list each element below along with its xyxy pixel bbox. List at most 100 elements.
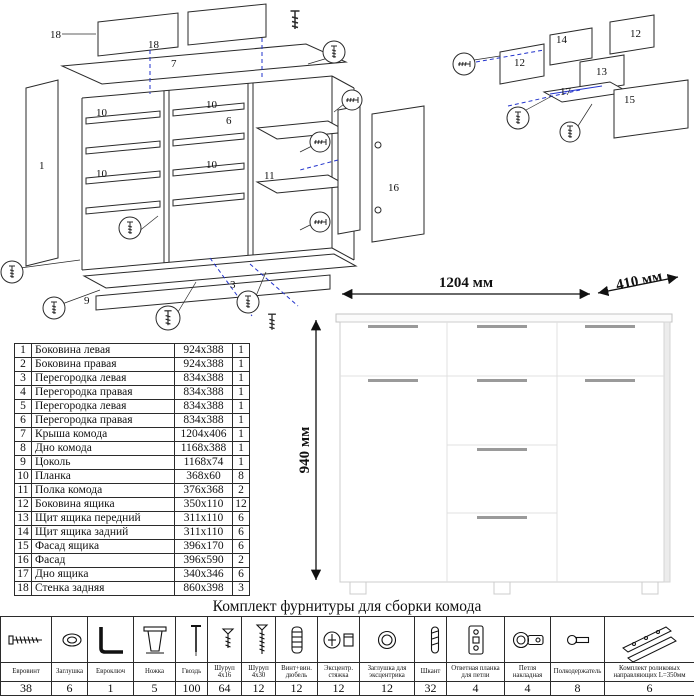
- parts-cell-size: 924x388: [174, 343, 233, 358]
- hardware-qty: 5: [133, 681, 176, 696]
- part-label: 11: [264, 170, 275, 182]
- parts-cell-num: 7: [14, 427, 32, 442]
- part-label: 10: [206, 99, 218, 111]
- screw-long-icon: [255, 623, 269, 654]
- parts-cell-name: Боковина ящика: [31, 497, 175, 512]
- hardware-name: Шкант: [414, 662, 447, 682]
- parts-cell-size: 834x388: [174, 385, 233, 400]
- parts-cell-num: 3: [14, 371, 32, 386]
- parts-cell-qty: 1: [232, 455, 250, 470]
- parts-cell-qty: 3: [232, 581, 250, 596]
- part-label: 7: [171, 58, 177, 70]
- depth-dimension-label: 410 мм: [615, 272, 664, 294]
- part-label: 15: [624, 94, 636, 106]
- hardware-qty: 12: [359, 681, 415, 696]
- hardware-qty: 6: [51, 681, 88, 696]
- dresser-legs: [349, 581, 659, 595]
- exploded-view-svg: 18 18 7 1 10 10 10 10 6 11 16 9 3: [0, 3, 425, 331]
- parts-cell-num: 5: [14, 399, 32, 414]
- leg-icon: [142, 625, 167, 654]
- hardware-qty: 12: [275, 681, 318, 696]
- width-dimension-label: 1204 мм: [439, 275, 493, 291]
- part-label: 18: [50, 29, 62, 41]
- hardware-name: Ответная планка для петли: [446, 662, 505, 682]
- hardware-icon-cell: [414, 616, 447, 663]
- hardware-name: Петля накладная: [504, 662, 551, 682]
- parts-cell-qty: 2: [232, 553, 250, 568]
- hardware-icon-cell: [504, 616, 551, 663]
- parts-cell-qty: 6: [232, 525, 250, 540]
- product-svg: 1204 мм 410 мм 940 мм: [297, 268, 679, 595]
- parts-cell-size: 350x110: [174, 497, 233, 512]
- parts-cell-num: 13: [14, 511, 32, 526]
- parts-cell-qty: 12: [232, 497, 250, 512]
- hardware-name: Винт+вин. дюбель: [275, 662, 318, 682]
- parts-cell-num: 2: [14, 357, 32, 372]
- hardware-qty: 6: [604, 681, 694, 696]
- hex-key-icon: [98, 626, 123, 654]
- part-label: 13: [596, 66, 608, 78]
- hardware-qty: 12: [317, 681, 360, 696]
- nail-icon: [191, 624, 201, 656]
- hardware-qty: 4: [504, 681, 551, 696]
- part-label: 10: [96, 107, 108, 119]
- part-label: 9: [84, 295, 90, 307]
- hardware-name: Заглушка: [51, 662, 88, 682]
- hardware-icon-cell: [359, 616, 415, 663]
- parts-cell-name: Перегородка правая: [31, 385, 175, 400]
- hardware-icon-cell: [550, 616, 605, 663]
- product-dimensions-view: 1204 мм 410 мм 940 мм: [296, 268, 694, 600]
- parts-cell-size: 1168x74: [174, 455, 233, 470]
- parts-cell-name: Фасад ящика: [31, 539, 175, 554]
- hardware-icon-cell: [446, 616, 505, 663]
- hardware-name: Эксцентр. стяжка: [317, 662, 360, 682]
- parts-cell-name: Боковина левая: [31, 343, 175, 358]
- parts-cell-name: Фасад: [31, 553, 175, 568]
- hardware-name: Шуруп 4х30: [241, 662, 276, 682]
- part-label: 10: [206, 159, 218, 171]
- parts-cell-qty: 1: [232, 371, 250, 386]
- parts-cell-qty: 1: [232, 357, 250, 372]
- parts-cell-num: 8: [14, 441, 32, 456]
- cam-cap-icon: [377, 630, 397, 649]
- hardware-icon-cell: [207, 616, 242, 663]
- part-label: 12: [514, 57, 525, 69]
- parts-cell-qty: 2: [232, 483, 250, 498]
- hardware-icon-cell: [0, 616, 52, 663]
- part-label: 6: [226, 115, 232, 127]
- parts-cell-num: 14: [14, 525, 32, 540]
- parts-cell-name: Планка: [31, 469, 175, 484]
- part-label: 14: [556, 34, 568, 46]
- hardware-name: Евровинт: [0, 662, 52, 682]
- parts-cell-size: 311x110: [174, 511, 233, 526]
- shelf-pin-icon: [566, 634, 589, 645]
- parts-cell-name: Перегородка левая: [31, 399, 175, 414]
- parts-cell-qty: 1: [232, 343, 250, 358]
- parts-cell-qty: 1: [232, 413, 250, 428]
- parts-cell-size: 834x388: [174, 413, 233, 428]
- parts-cell-qty: 8: [232, 469, 250, 484]
- parts-cell-num: 18: [14, 581, 32, 596]
- dresser-drawing: [335, 313, 673, 595]
- hardware-kit-title: Комплект фурнитуры для сборки комода: [212, 598, 482, 615]
- exploded-view-diagram: 18 18 7 1 10 10 10 10 6 11 16 9 3: [0, 0, 460, 340]
- parts-cell-num: 15: [14, 539, 32, 554]
- parts-cell-name: Щит ящика передний: [31, 511, 175, 526]
- hardware-qty: 12: [241, 681, 276, 696]
- part-label: 10: [96, 168, 108, 180]
- parts-cell-name: Стенка задняя: [31, 581, 175, 596]
- hinge-plate-icon: [467, 624, 484, 655]
